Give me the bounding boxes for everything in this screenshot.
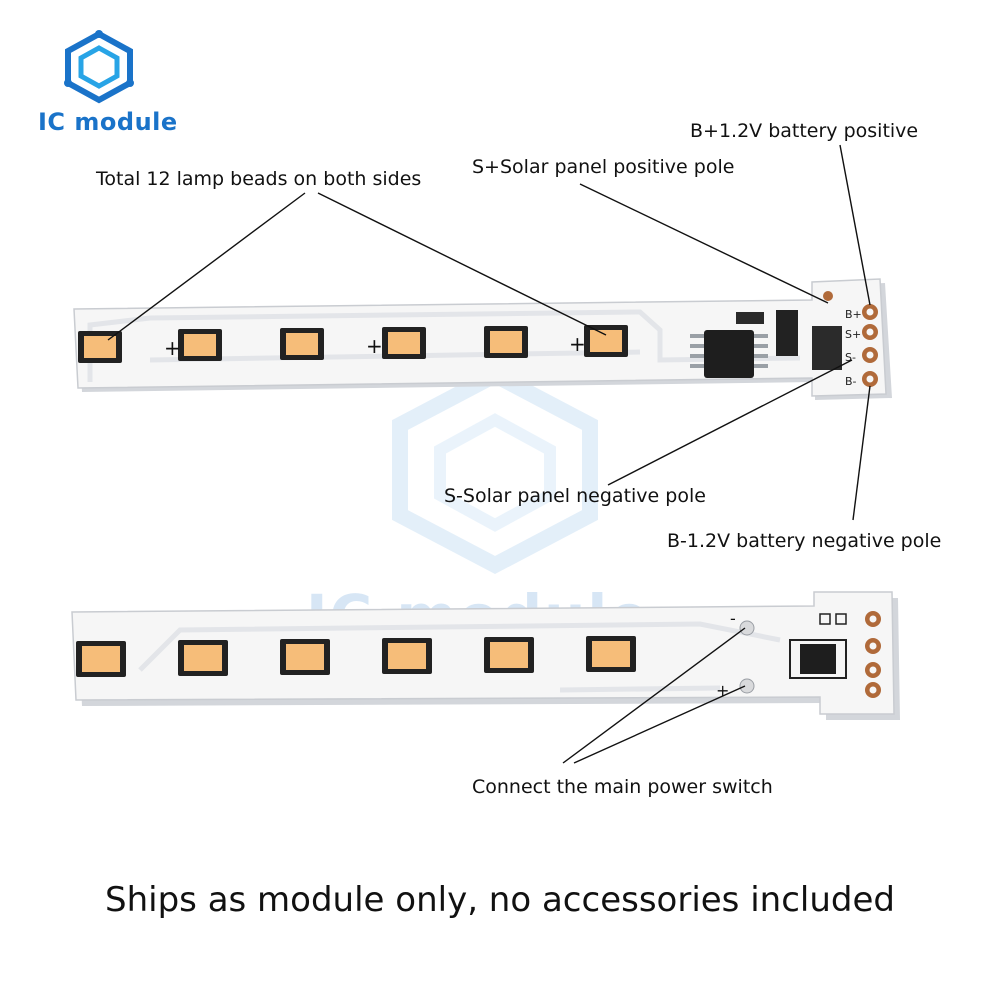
switch-chip: [789, 639, 847, 679]
pcb-board-top: + + + B+ S+ S- B-: [73, 144, 892, 400]
pad-mark-s-minus: S-: [845, 351, 856, 364]
pad-mark-b-minus: B-: [845, 375, 857, 388]
led-plus-mark: +: [569, 332, 586, 356]
led-plus-mark: +: [164, 336, 181, 360]
led-bead: [584, 325, 628, 357]
bottom-solder-pads: [819, 611, 881, 698]
label-battery-negative: B-1.2V battery negative pole: [667, 530, 942, 552]
led-bead: [382, 327, 426, 359]
brand-name: IC module: [38, 108, 178, 136]
led-bead: [78, 331, 122, 363]
leader-lines: [107, 144, 871, 341]
led-row-bottom: [76, 636, 636, 677]
footer-note: Ships as module only, no accessories inc…: [105, 880, 895, 920]
led-bead: [484, 637, 534, 673]
board-body: [73, 278, 887, 397]
pad-mark-s-plus: S+: [845, 328, 861, 341]
pcb-board-bottom: - +: [71, 591, 900, 720]
led-bead: [178, 640, 228, 676]
led-bead: [484, 326, 528, 358]
led-plus-mark: +: [366, 334, 383, 358]
label-power-switch: Connect the main power switch: [472, 776, 773, 798]
led-bead: [178, 329, 222, 361]
resistor: [736, 312, 764, 324]
led-bead: [280, 328, 324, 360]
led-bead: [586, 636, 636, 672]
watermark-logo-icon: [392, 365, 598, 575]
label-solar-negative: S-Solar panel negative pole: [444, 485, 706, 507]
solder-pads: [823, 291, 878, 387]
led-bead: [76, 641, 126, 677]
controller-chip: [690, 330, 768, 378]
switch-contacts: [739, 620, 755, 694]
switch-minus-mark: -: [730, 609, 736, 628]
label-lamp-beads: Total 12 lamp beads on both sides: [96, 168, 422, 190]
hexagon-circuit-logo-icon: [64, 30, 134, 104]
connector-block: [812, 326, 842, 370]
pad-mark-b-plus: B+: [845, 308, 862, 321]
led-bead: [382, 638, 432, 674]
led-row-top: [78, 325, 628, 363]
leader-lines-switch: [562, 627, 746, 764]
led-bead: [280, 639, 330, 675]
leader-lines-lower: [607, 359, 871, 521]
diode: [776, 310, 798, 356]
label-solar-positive: S+Solar panel positive pole: [472, 156, 735, 178]
label-battery-positive: B+1.2V battery positive: [690, 120, 919, 142]
